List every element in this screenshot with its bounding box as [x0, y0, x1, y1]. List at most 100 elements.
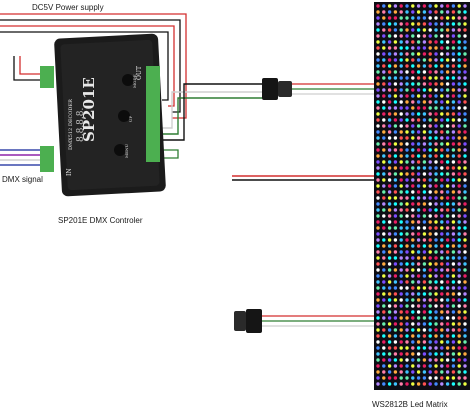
led-dot [393, 202, 398, 206]
led-dot [416, 118, 421, 122]
led-dot [428, 244, 432, 248]
led-dot [428, 118, 432, 122]
led-dot [405, 370, 409, 374]
led-dot [382, 70, 386, 74]
led-dot [422, 274, 427, 278]
led-dot [463, 358, 467, 362]
led-dot [405, 376, 409, 380]
led-dot [451, 226, 456, 230]
led-dot [440, 124, 444, 128]
led-dot [451, 292, 456, 296]
led-dot [387, 208, 392, 212]
led-dot [440, 184, 444, 188]
led-dot [451, 184, 456, 188]
led-dot [428, 376, 432, 380]
led-dot [382, 10, 386, 14]
led-dot [428, 52, 432, 56]
led-dot [382, 346, 386, 350]
led-dot [428, 184, 432, 188]
led-dot [445, 142, 450, 146]
led-dot [434, 262, 438, 266]
led-dot [440, 328, 444, 332]
led-dot [440, 58, 444, 62]
led-dot [416, 226, 421, 230]
led-dot [463, 226, 467, 230]
led-dot [422, 88, 427, 92]
led-dot [399, 52, 403, 56]
led-dot [451, 94, 456, 98]
led-dot [399, 214, 403, 218]
led-dot [382, 172, 386, 176]
led-dot [416, 274, 421, 278]
led-dot [422, 40, 427, 44]
led-dot [445, 112, 450, 116]
led-dot [457, 382, 461, 386]
led-dot [387, 70, 392, 74]
led-dot [451, 280, 456, 284]
led-dot [451, 358, 456, 362]
led-dot [440, 316, 444, 320]
led-dot [451, 106, 456, 110]
led-dot [445, 358, 450, 362]
led-dot [416, 178, 421, 182]
led-dot [440, 46, 444, 50]
led-dot [451, 214, 456, 218]
led-dot [434, 28, 438, 32]
led-dot [440, 172, 444, 176]
led-dot [457, 238, 461, 242]
led-dot [457, 262, 461, 266]
led-dot [451, 340, 456, 344]
led-dot [399, 166, 403, 170]
led-dot [382, 214, 386, 218]
led-dot [445, 196, 450, 200]
led-dot [416, 256, 421, 260]
led-dot [393, 184, 398, 188]
led-dot [393, 292, 398, 296]
led-dot [440, 220, 444, 224]
led-dot [405, 94, 409, 98]
led-dot [411, 142, 415, 146]
led-dot [434, 220, 438, 224]
led-dot [422, 280, 427, 284]
led-dot [393, 28, 398, 32]
led-dot [428, 268, 432, 272]
led-dot [405, 190, 409, 194]
led-dot [445, 184, 450, 188]
led-dot [387, 226, 392, 230]
led-dot [463, 46, 467, 50]
led-dot [463, 376, 467, 380]
led-dot [387, 106, 392, 110]
led-dot [405, 4, 409, 8]
led-dot [387, 364, 392, 368]
led-dot [463, 124, 467, 128]
led-dot [382, 274, 386, 278]
led-dot [463, 352, 467, 356]
led-dot [393, 148, 398, 152]
led-dot [376, 250, 380, 254]
led-dot [463, 70, 467, 74]
led-dot [382, 4, 386, 8]
led-dot [376, 232, 380, 236]
led-dot [457, 28, 461, 32]
led-dot [434, 274, 438, 278]
led-dot [445, 232, 450, 236]
led-dot [445, 58, 450, 62]
led-dot [376, 370, 380, 374]
led-dot [376, 10, 380, 14]
led-dot [405, 154, 409, 158]
led-dot [416, 136, 421, 140]
led-dot [405, 100, 409, 104]
led-dot [451, 118, 456, 122]
led-dot [451, 88, 456, 92]
led-dot [428, 328, 432, 332]
led-dot [387, 10, 392, 14]
led-dot [422, 196, 427, 200]
led-dot [382, 166, 386, 170]
led-dot [376, 64, 380, 68]
led-dot [445, 16, 450, 20]
led-dot [428, 370, 432, 374]
led-dot [387, 280, 392, 284]
led-dot [451, 154, 456, 158]
led-dot [411, 52, 415, 56]
led-dot [445, 4, 450, 8]
